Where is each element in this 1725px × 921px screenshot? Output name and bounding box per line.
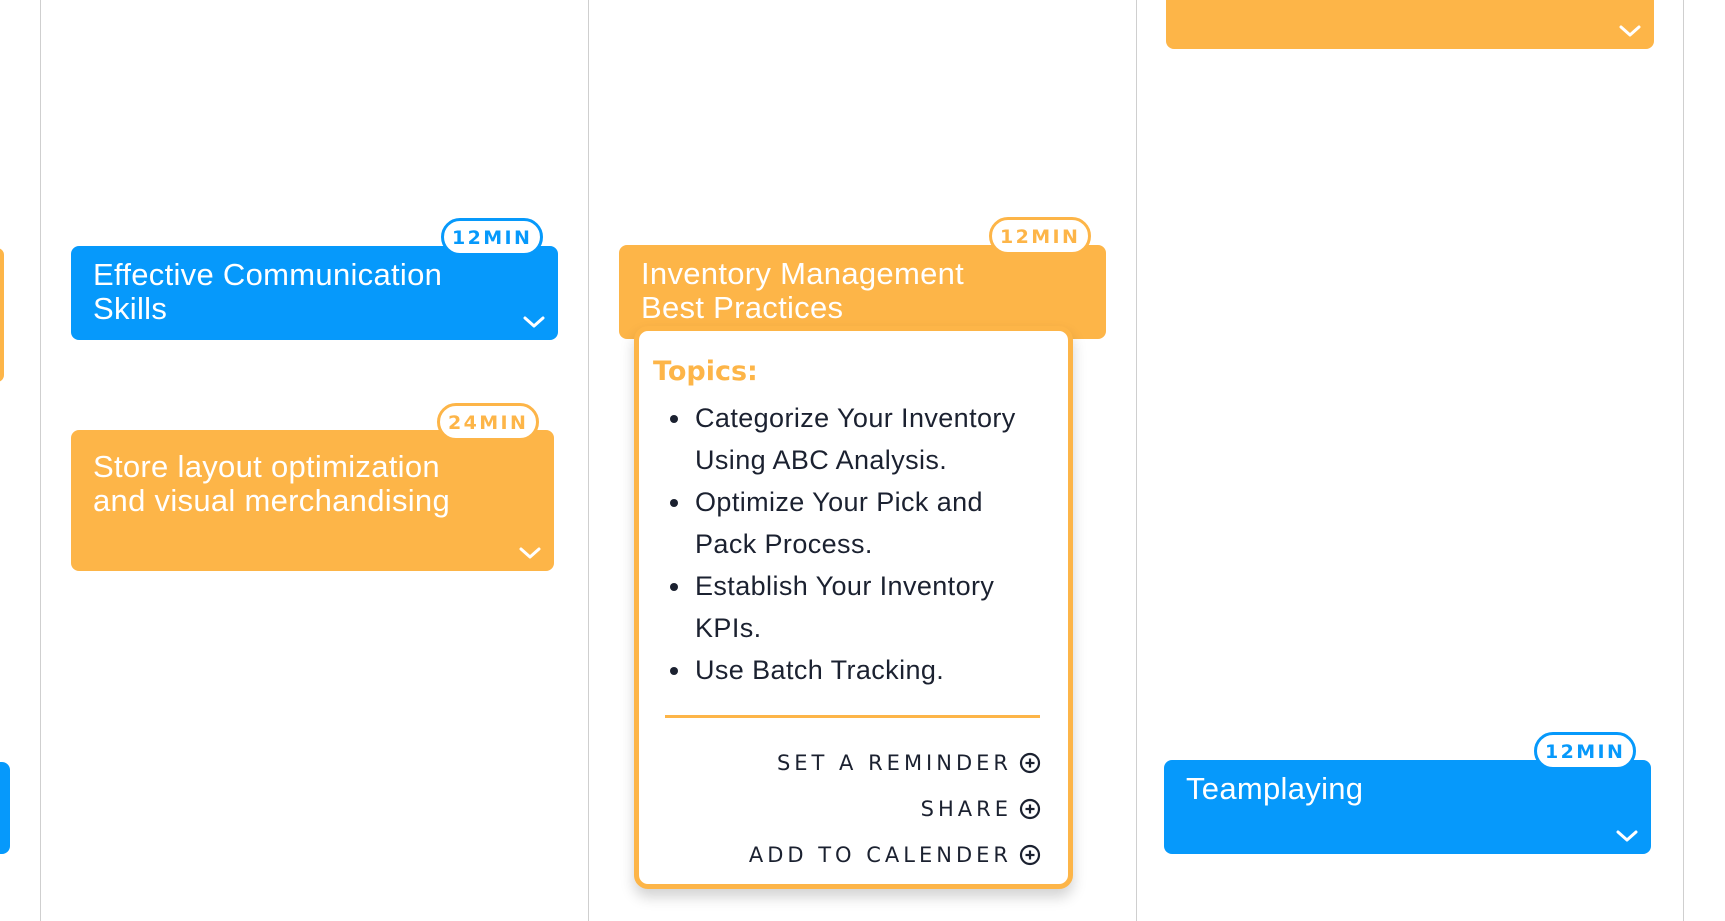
column-divider — [1683, 0, 1684, 921]
duration-badge: 12MIN — [1534, 732, 1637, 770]
chevron-down-icon[interactable] — [1618, 21, 1642, 41]
chevron-down-icon[interactable] — [522, 312, 546, 332]
topics-heading: Topics: — [653, 356, 758, 387]
session-title: Effective Communication Skills — [93, 257, 443, 326]
session-title: Inventory Management Best Practices — [641, 256, 965, 325]
topics-list: Categorize Your Inventory Using ABC Anal… — [653, 397, 1050, 691]
chevron-down-icon[interactable] — [1615, 826, 1639, 846]
topic-item: Categorize Your Inventory Using ABC Anal… — [693, 397, 1050, 481]
session-card-top-partial[interactable] — [1166, 0, 1654, 49]
share-button[interactable]: SHARE — [653, 786, 1050, 832]
share-label: SHARE — [920, 797, 1012, 821]
duration-badge: 12MIN — [989, 217, 1092, 255]
partial-card-blue-left[interactable] — [0, 762, 10, 854]
session-card-store-layout[interactable]: Store layout optimization and visual mer… — [71, 403, 554, 571]
divider — [665, 715, 1040, 718]
set-reminder-button[interactable]: SET A REMINDER — [653, 740, 1050, 786]
session-title: Teamplaying — [1186, 771, 1364, 806]
topic-item: Use Batch Tracking. — [693, 649, 1050, 691]
chevron-down-icon[interactable] — [518, 543, 542, 563]
plus-circle-icon — [1018, 751, 1042, 775]
session-card-teamplaying[interactable]: Teamplaying 12MIN — [1164, 732, 1651, 854]
session-detail-panel: Topics: Categorize Your Inventory Using … — [634, 326, 1073, 889]
topic-item: Optimize Your Pick and Pack Process. — [693, 481, 1050, 565]
set-reminder-label: SET A REMINDER — [776, 751, 1012, 775]
plus-circle-icon — [1018, 797, 1042, 821]
session-actions: SET A REMINDER SHARE ADD TO CALENDER — [653, 740, 1050, 878]
column-divider — [40, 0, 41, 921]
column-divider — [588, 0, 589, 921]
add-to-calendar-label: ADD TO CALENDER — [748, 843, 1012, 867]
add-to-calendar-button[interactable]: ADD TO CALENDER — [653, 832, 1050, 878]
column-divider — [1136, 0, 1137, 921]
session-title: Store layout optimization and visual mer… — [93, 449, 451, 518]
duration-badge: 12MIN — [441, 218, 544, 256]
topic-item: Establish Your Inventory KPIs. — [693, 565, 1050, 649]
duration-badge: 24MIN — [437, 403, 540, 441]
session-card-inventory-management[interactable]: Inventory Management Best Practices 12MI… — [619, 217, 1106, 339]
plus-circle-icon — [1018, 843, 1042, 867]
session-card-effective-communication[interactable]: Effective Communication Skills 12MIN — [71, 218, 558, 340]
partial-card-orange-left[interactable] — [0, 248, 4, 382]
